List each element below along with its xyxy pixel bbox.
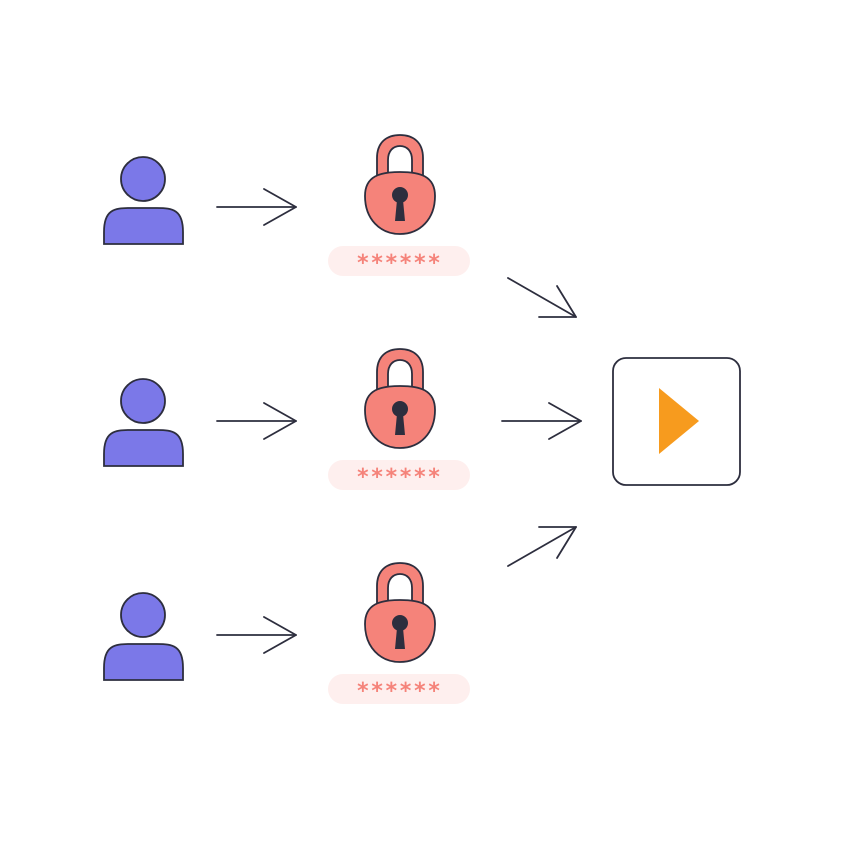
user-icon — [103, 592, 184, 681]
padlock-icon — [364, 348, 436, 449]
arrow-up-right-icon — [507, 526, 577, 567]
padlock-icon — [364, 562, 436, 663]
password-field: ****** — [328, 674, 470, 704]
access-row-1 — [103, 134, 436, 245]
arrow-right-icon — [216, 616, 297, 654]
password-field: ****** — [328, 246, 470, 276]
arrow-right-icon — [216, 188, 297, 226]
arrow-down-right-icon — [507, 277, 577, 318]
arrow-right-icon — [216, 402, 297, 440]
play-box — [612, 357, 741, 486]
user-icon — [103, 378, 184, 467]
arrow-right-icon — [501, 402, 582, 440]
password-field: ****** — [328, 460, 470, 490]
play-icon — [659, 388, 699, 454]
user-icon — [103, 156, 184, 245]
access-row-3 — [103, 562, 436, 681]
padlock-icon — [364, 134, 436, 235]
access-row-2 — [103, 348, 436, 467]
